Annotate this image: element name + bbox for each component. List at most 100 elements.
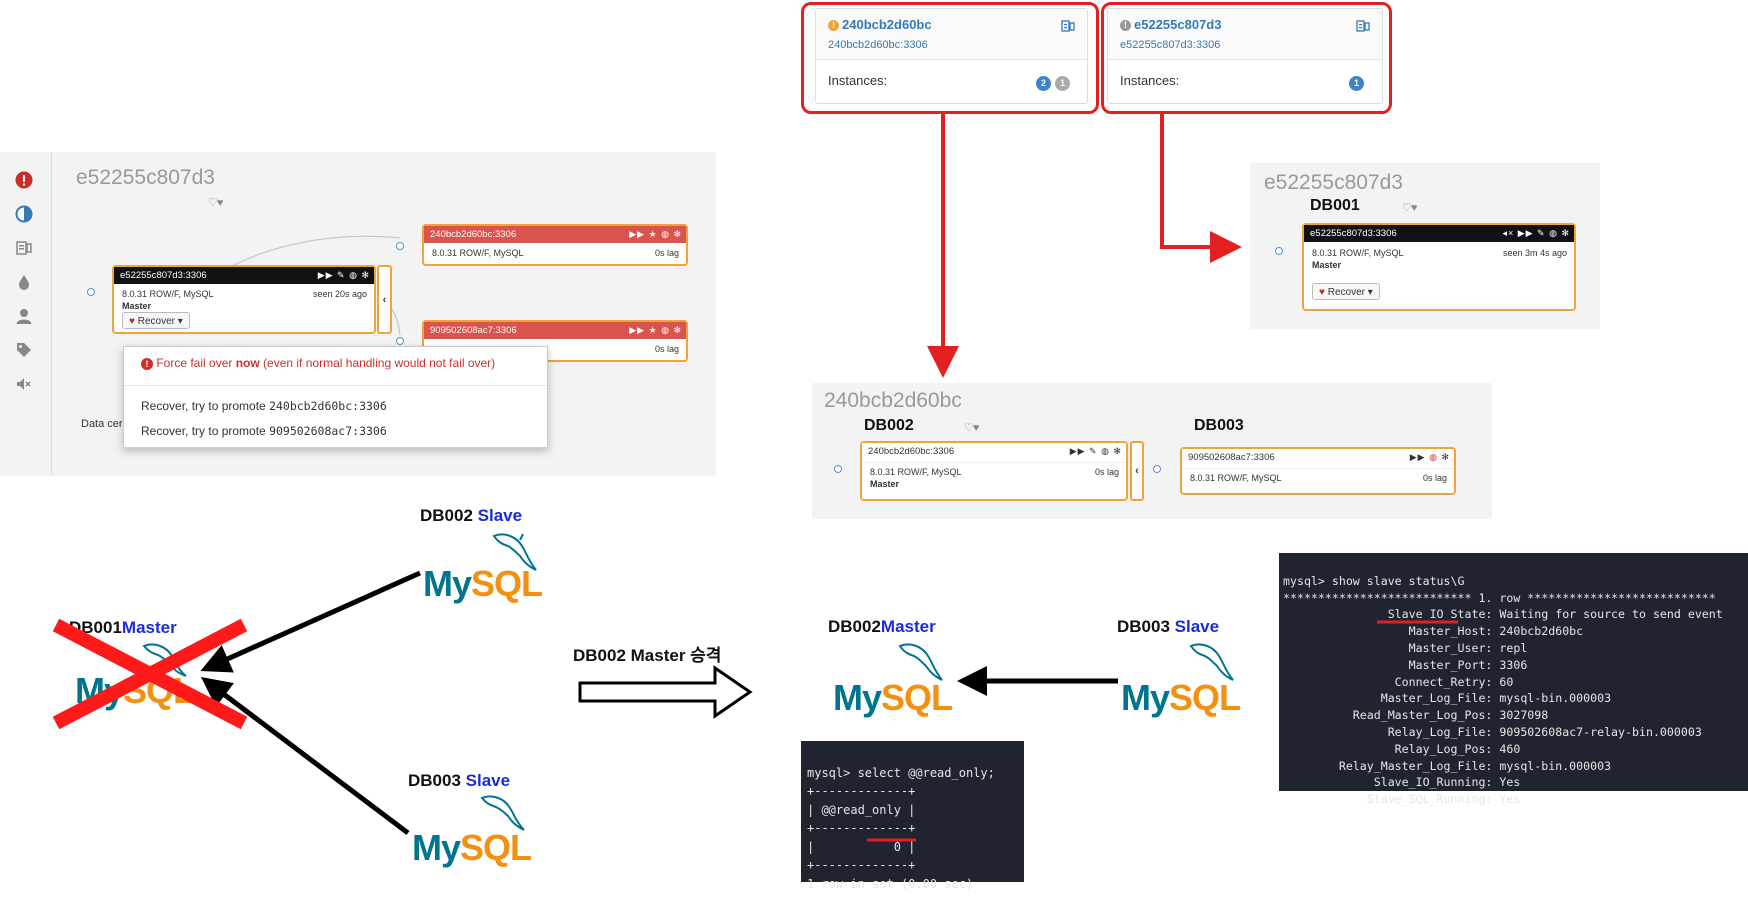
terminal-line: Master_Port: 3306: [1283, 657, 1528, 672]
db-label: DB003 Slave: [408, 771, 511, 790]
node-anchor-dot: [1275, 247, 1283, 255]
node-info-row: 8.0.31 ROW/F, MySQL seen 3m 4s ago: [1312, 248, 1567, 258]
middle-panel: 240bcb2d60bc DB002 ♡♥ DB003 240bcb2d60bc…: [812, 383, 1492, 519]
replica-node[interactable]: 240bcb2d60bc:3306 ▶▶ ★ ◍ ✻ 8.0.31 ROW/F,…: [422, 224, 688, 266]
terminal-line: mysql> show slave status\G: [1283, 573, 1465, 588]
node-lag: 0s lag: [654, 344, 679, 354]
instance-count-badge: 1: [1055, 76, 1070, 91]
node-host: 909502608ac7:3306: [430, 325, 517, 336]
instances-icon[interactable]: [1356, 19, 1370, 38]
mute-icon[interactable]: [14, 374, 34, 394]
terminal-line: +-------------+: [807, 784, 916, 798]
mysql-logo: MySQL: [412, 827, 532, 868]
node-host: 240bcb2d60bc:3306: [430, 229, 517, 240]
db-label: DB003 Slave: [1117, 617, 1220, 636]
terminal-line: *************************** 1. row *****…: [1283, 590, 1716, 605]
promote-label: DB002 Master 승격: [573, 646, 722, 665]
recover-button[interactable]: ♥ Recover ▾: [1312, 283, 1380, 300]
favorite-icon[interactable]: ♡♥: [208, 197, 223, 209]
alert-icon[interactable]: [14, 170, 34, 190]
card-header: !e52255c807d3 e52255c807d3:3306: [1108, 9, 1382, 60]
favorite-icon[interactable]: ♡♥: [1402, 202, 1417, 214]
highlight-box: [1101, 2, 1392, 114]
node-info-row: 8.0.31 ROW/F, MySQL 0s lag: [1190, 473, 1447, 483]
instances-label: Instances:: [828, 73, 888, 88]
mysql-logo: MySQL: [1121, 677, 1241, 718]
terminal-line: Relay_Log_Pos: 460: [1283, 741, 1521, 756]
master-node[interactable]: 240bcb2d60bc:3306 ▶▶ ✎ ◍ ✻ 8.0.31 ROW/F,…: [860, 441, 1128, 501]
force-failover-item[interactable]: ! Force fail over now (even if normal ha…: [141, 356, 495, 370]
flow-arrows: [927, 114, 1242, 378]
cluster-name-link[interactable]: !240bcb2d60bc: [828, 17, 932, 32]
cluster-name-link[interactable]: !e52255c807d3: [1120, 17, 1221, 32]
promote-item[interactable]: Recover, try to promote 909502608ac7:330…: [141, 424, 387, 438]
node-host: 240bcb2d60bc:3306: [868, 446, 955, 457]
caret-down-icon: ▾: [1367, 287, 1373, 298]
warning-icon: !: [828, 20, 839, 31]
node-controls-icon[interactable]: ◂× ▶▶ ✎ ◍ ✻: [1502, 228, 1570, 238]
terminal-line: Relay_Master_Log_File: mysql-bin.000003: [1283, 758, 1612, 773]
db-label: DB003: [1194, 417, 1244, 434]
user-icon[interactable]: [14, 306, 34, 326]
promote-item[interactable]: Recover, try to promote 240bcb2d60bc:330…: [141, 399, 387, 413]
replica-node[interactable]: 909502608ac7:3306 ▶▶ ◍ ✻ 8.0.31 ROW/F, M…: [1180, 447, 1456, 495]
warning-icon: !: [1120, 20, 1131, 31]
instances-icon[interactable]: [1061, 19, 1075, 36]
cluster-alias: 240bcb2d60bc:3306: [828, 39, 928, 51]
dolphin-icon: [480, 795, 525, 831]
node-header: e52255c807d3:3306 ◂× ▶▶ ✎ ◍ ✻: [1304, 225, 1574, 242]
node-role: Master: [870, 479, 900, 489]
node-role: Master: [122, 301, 152, 311]
dolphin-icon: [142, 643, 187, 677]
instance-count-badge: 2: [1036, 76, 1051, 91]
promote-arrow-icon: [578, 665, 753, 719]
node-anchor-dot: [396, 337, 404, 345]
recover-button[interactable]: ♥ Recover ▾: [122, 312, 190, 329]
node-controls-icon[interactable]: ▶▶ ◍ ✻: [1409, 452, 1450, 462]
node-controls-icon[interactable]: ▶▶ ✎ ◍ ✻: [317, 270, 370, 280]
heart-icon: ♥: [129, 316, 135, 327]
cluster-title: 240bcb2d60bc: [824, 389, 962, 412]
node-controls-icon[interactable]: ▶▶ ★ ◍ ✻: [629, 325, 682, 335]
terminal-line: Slave_SQL_Running: Yes: [1283, 792, 1521, 807]
master-node[interactable]: e52255c807d3:3306 ▶▶ ✎ ◍ ✻ 8.0.31 ROW/F,…: [112, 265, 376, 334]
heart-icon: ♥: [1319, 287, 1325, 298]
db-label: DB001: [1310, 197, 1360, 214]
cluster-alias: e52255c807d3:3306: [1120, 39, 1221, 51]
node-header: 240bcb2d60bc:3306 ▶▶ ★ ◍ ✻: [424, 226, 686, 243]
node-controls-icon[interactable]: ▶▶ ★ ◍ ✻: [629, 229, 682, 239]
terminal-line: Connect_Retry: 60: [1283, 674, 1514, 689]
node-header: 909502608ac7:3306 ▶▶ ★ ◍ ✻: [424, 322, 686, 339]
dolphin-icon: [898, 643, 943, 681]
terminal-line: | @@read_only |: [807, 802, 916, 817]
topology-links: [231, 235, 401, 336]
contrast-icon[interactable]: [14, 204, 34, 224]
alert-icon: !: [141, 358, 153, 370]
terminal-line: Master_Host: 240bcb2d60bc: [1283, 624, 1584, 639]
node-role: Master: [1312, 260, 1342, 270]
instances-label: Instances:: [1120, 73, 1180, 88]
cluster-card[interactable]: !240bcb2d60bc 240bcb2d60bc:3306 Instance…: [815, 8, 1088, 104]
terminal-line: Master_User: repl: [1283, 640, 1528, 655]
terminal-line: Relay_Log_File: 909502608ac7-relay-bin.0…: [1283, 724, 1702, 739]
caret-down-icon: ▾: [177, 316, 183, 327]
drop-icon[interactable]: [14, 272, 34, 292]
node-info-row: 8.0.31 ROW/F, MySQL seen 20s ago: [122, 289, 367, 299]
instances-icon[interactable]: [14, 238, 34, 258]
cluster-card[interactable]: !e52255c807d3 e52255c807d3:3306 Instance…: [1107, 8, 1383, 104]
replica-node[interactable]: 909502608ac7:3306 ▶▶ ★ ◍ ✻ 0s lag: [422, 320, 688, 362]
collapse-toggle[interactable]: ‹: [377, 265, 392, 334]
master-node[interactable]: e52255c807d3:3306 ◂× ▶▶ ✎ ◍ ✻ 8.0.31 ROW…: [1302, 223, 1576, 311]
tag-icon[interactable]: [14, 340, 34, 360]
node-host: e52255c807d3:3306: [1310, 228, 1397, 239]
node-host: 909502608ac7:3306: [1188, 452, 1275, 463]
dolphin-icon: [1189, 643, 1234, 681]
favorite-icon[interactable]: ♡♥: [964, 422, 979, 434]
collapse-toggle[interactable]: ‹: [1130, 441, 1144, 501]
node-anchor-dot: [87, 288, 95, 296]
terminal-line: Master_Log_File: mysql-bin.000003: [1283, 691, 1612, 706]
left-orchestrator-panel: e52255c807d3 ♡♥ e52255c807d3:3306 ▶▶ ✎ ◍…: [0, 152, 716, 476]
node-controls-icon[interactable]: ▶▶ ✎ ◍ ✻: [1069, 446, 1122, 456]
node-host: e52255c807d3:3306: [120, 270, 207, 281]
recover-dropdown-menu: ! Force fail over now (even if normal ha…: [123, 346, 548, 448]
